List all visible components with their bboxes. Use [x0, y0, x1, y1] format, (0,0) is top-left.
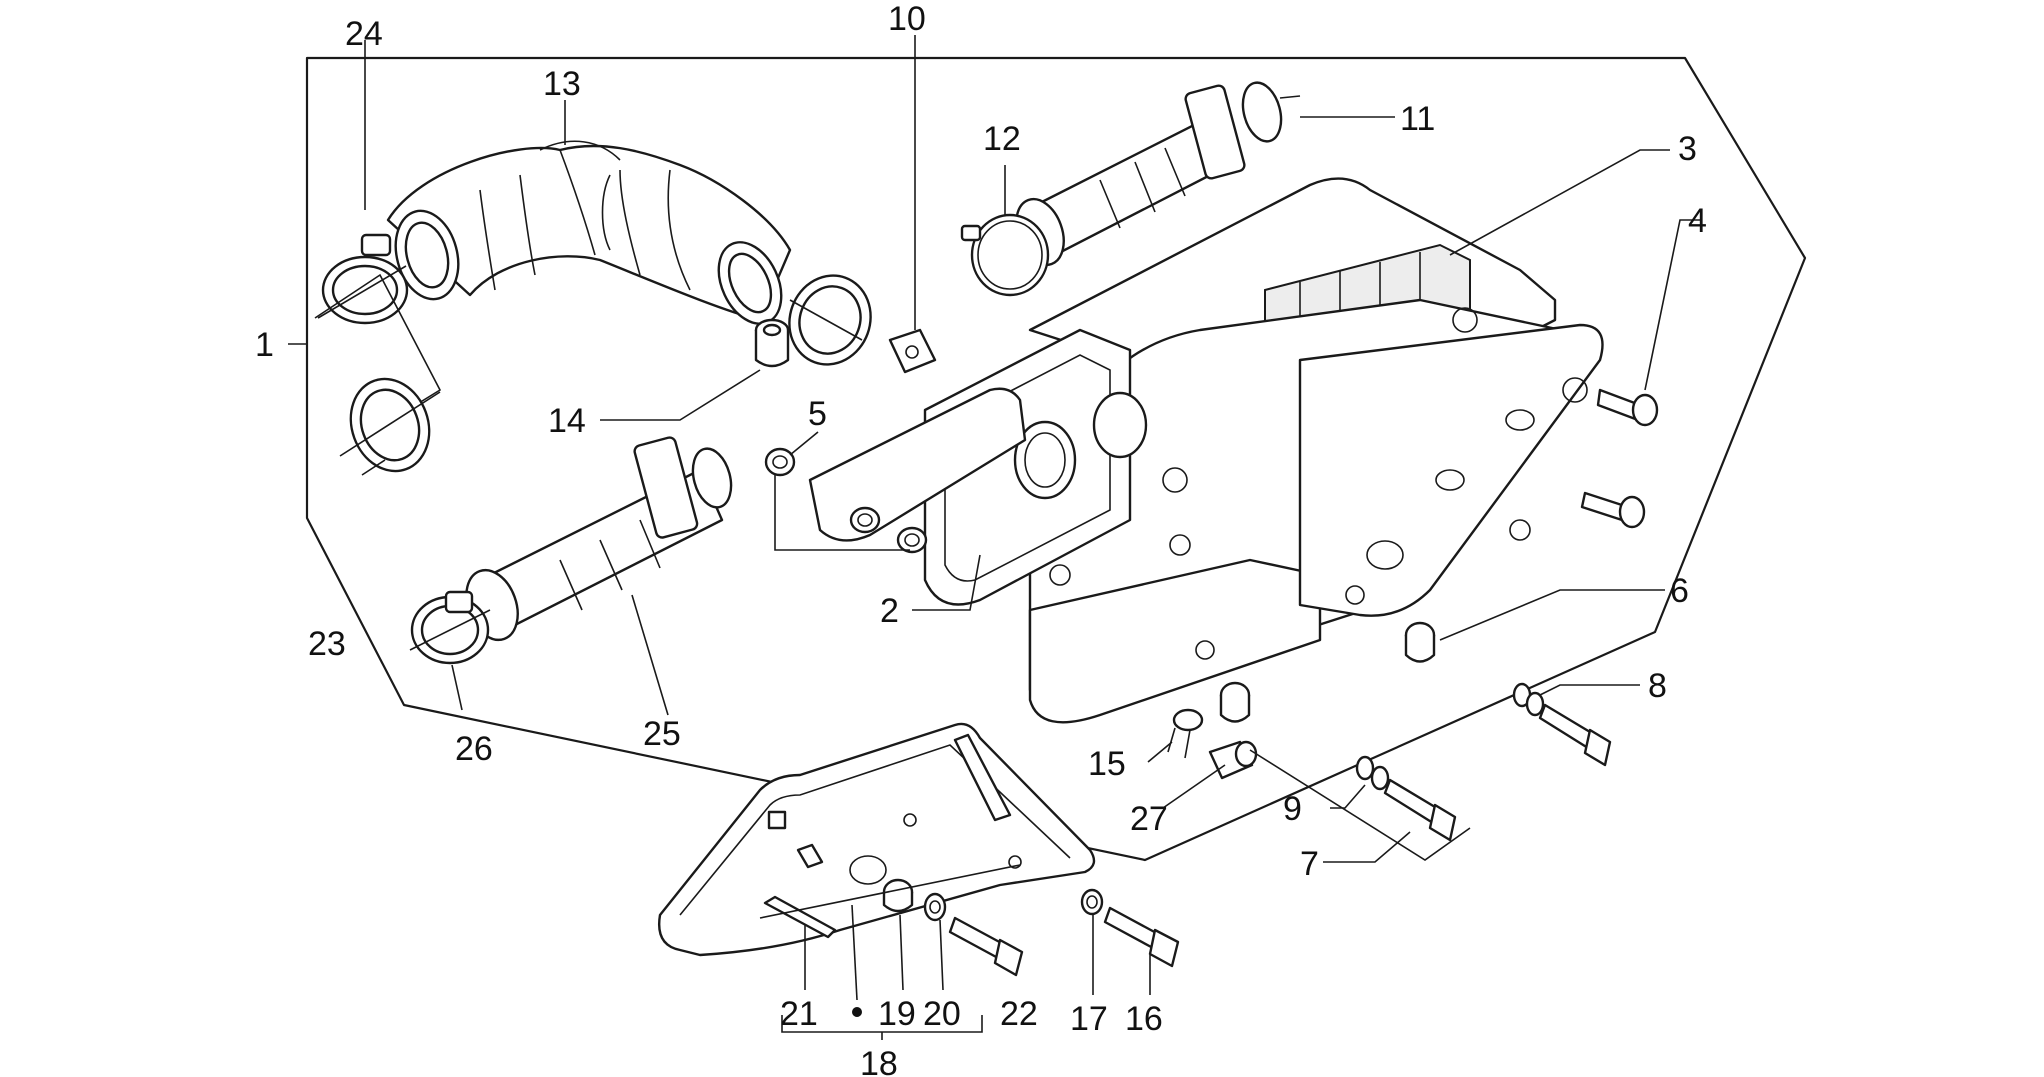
callout-1: 1 — [255, 326, 274, 364]
band-clamp-12 — [960, 213, 1050, 297]
callout-22: 22 — [1000, 995, 1038, 1033]
callout-10: 10 — [888, 0, 926, 38]
screw-21 — [763, 895, 837, 939]
marker-dot — [852, 1007, 862, 1017]
washer-17 — [1080, 888, 1104, 916]
guard-plate — [658, 722, 1096, 957]
bolt-16 — [1103, 906, 1180, 968]
callout-15: 15 — [1088, 745, 1126, 783]
callout-9: 9 — [1283, 790, 1302, 828]
callout-12: 12 — [983, 120, 1021, 158]
callout-14: 14 — [548, 402, 586, 440]
callout-3: 3 — [1678, 130, 1697, 168]
bolt-8 — [1512, 682, 1612, 767]
screw-4-upper — [1596, 388, 1659, 427]
hose-clamp-24 — [317, 233, 409, 325]
hose-clamp-right — [788, 274, 872, 366]
callout-17: 17 — [1070, 1000, 1108, 1038]
callout-5: 5 — [808, 395, 827, 433]
grommet-14 — [754, 318, 790, 368]
callout-16: 16 — [1125, 1000, 1163, 1038]
callout-13: 13 — [543, 65, 581, 103]
bolt-22 — [948, 916, 1024, 977]
washer-20 — [923, 892, 947, 922]
callout-7: 7 — [1300, 845, 1319, 883]
callout-19: 19 — [878, 995, 916, 1033]
callout-26: 26 — [455, 730, 493, 768]
callout-labels: 1 2 3 4 5 6 7 8 9 10 11 12 13 14 15 16 1… — [255, 0, 1707, 1077]
callout-21: 21 — [780, 995, 818, 1033]
spacer-6-left — [1219, 681, 1251, 723]
callout-4: 4 — [1688, 202, 1707, 240]
spacer-6-right — [1404, 621, 1436, 663]
group-bracket-18 — [781, 1015, 983, 1040]
spring-clip-15 — [1167, 708, 1204, 759]
callout-23: 23 — [308, 625, 346, 663]
cap-27 — [1208, 740, 1258, 780]
bush-19 — [882, 878, 914, 913]
intake-elbow-hose — [386, 140, 792, 325]
air-filter-housing — [808, 177, 1604, 724]
hose-clamp-26 — [409, 590, 491, 665]
inlet-tube-25 — [465, 436, 733, 642]
callout-25: 25 — [643, 715, 681, 753]
sealing-ring-23 — [339, 377, 441, 473]
callout-8: 8 — [1648, 667, 1667, 705]
clip-nut-10 — [888, 328, 937, 374]
bush-5 — [764, 447, 796, 477]
callout-20: 20 — [923, 995, 961, 1033]
bolt-7 — [1355, 755, 1457, 842]
callout-6: 6 — [1670, 572, 1689, 610]
callout-18: 18 — [860, 1045, 898, 1077]
callout-11: 11 — [1400, 100, 1435, 138]
leader-lines — [288, 35, 1700, 1001]
screw-4-lower — [1580, 491, 1646, 529]
callout-2: 2 — [880, 592, 899, 630]
callout-24: 24 — [345, 15, 383, 53]
assembly-boundary — [305, 56, 1807, 862]
callout-27: 27 — [1130, 800, 1168, 838]
